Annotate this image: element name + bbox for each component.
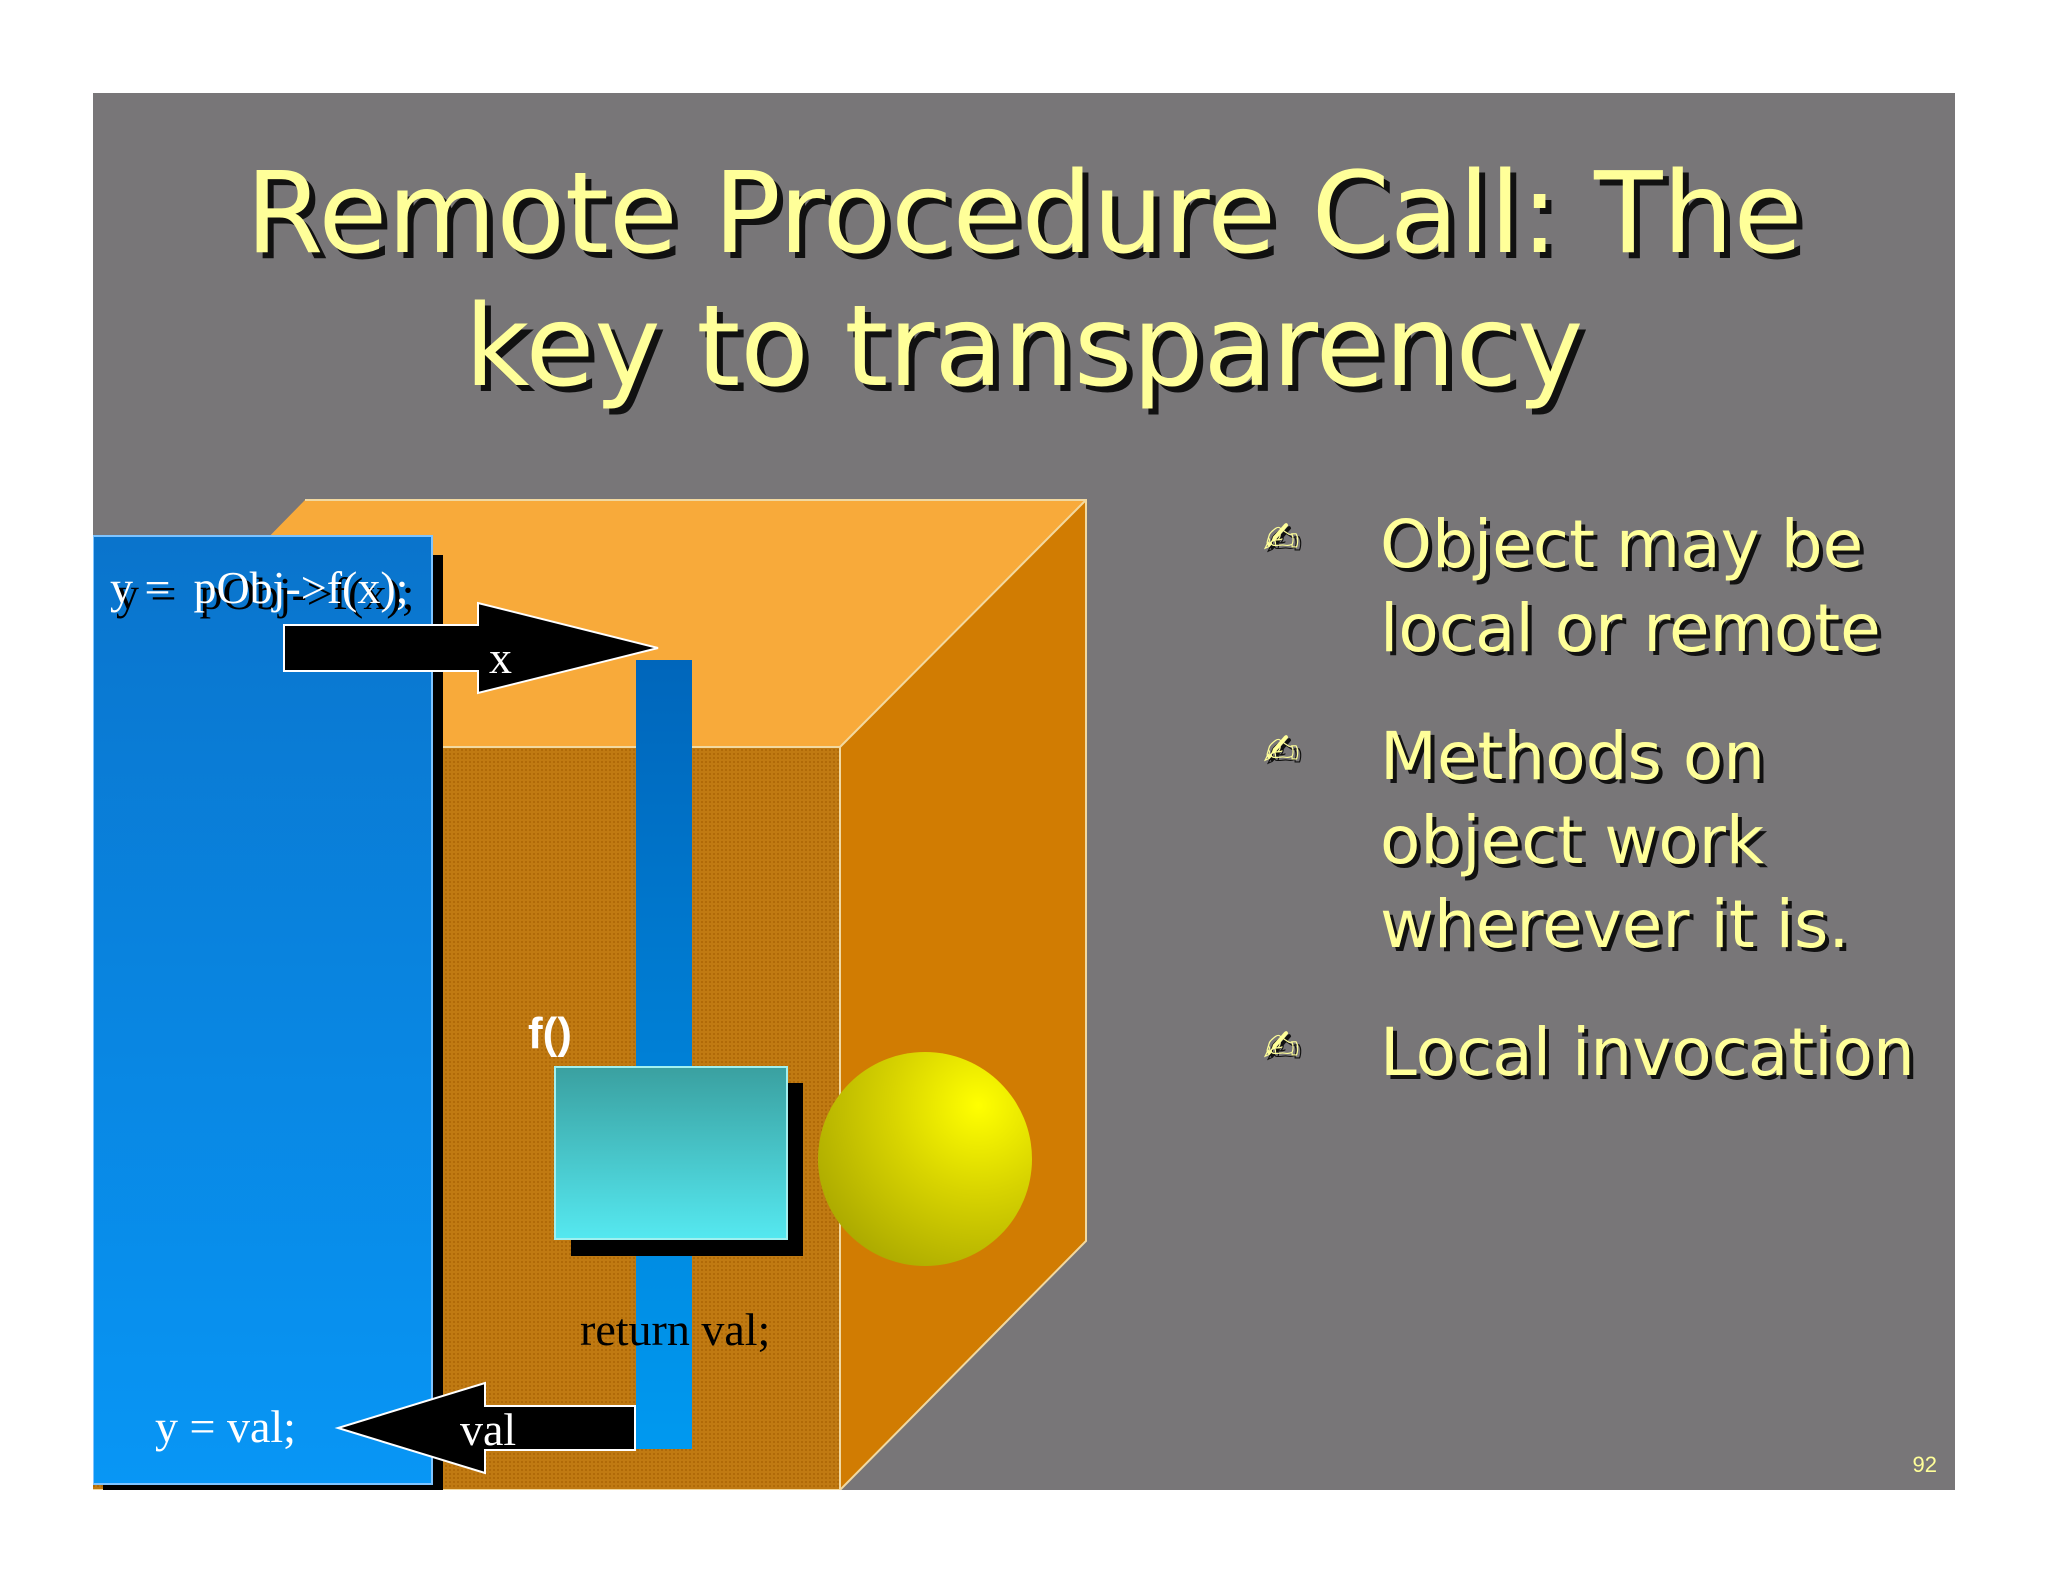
writing-hand-icon: ✍ xyxy=(1263,725,1300,776)
object-sphere xyxy=(818,1052,1032,1266)
bullet-item: ✍ Local invocation xyxy=(1263,1011,1923,1095)
client-column xyxy=(93,535,433,1485)
call-code: y = pObj->f(x); xyxy=(116,568,414,619)
bullet-text: Methods on object work wherever it is. xyxy=(1380,718,1850,963)
bullet-text: Object may be local or remote xyxy=(1380,506,1881,667)
bullet-text: Local invocation xyxy=(1380,1014,1915,1091)
box-outline xyxy=(305,499,1087,1490)
return-arrow xyxy=(334,1381,636,1475)
return-code-shadow: return val; xyxy=(580,1304,770,1355)
title-line-1: Remote Procedure Call: The xyxy=(245,149,1803,279)
writing-hand-icon: ✍ xyxy=(1263,1021,1300,1072)
arg-label: x xyxy=(489,632,512,683)
assign-code: y = val; xyxy=(155,1401,296,1452)
call-pipe xyxy=(636,660,692,1449)
slide-title: Remote Procedure Call: The key to transp… xyxy=(93,148,1955,414)
page-number: 92 xyxy=(1912,1452,1937,1477)
title-line-2: key to transparency xyxy=(464,282,1584,412)
rpc-diagram: y = pObj->f(x); y = pObj->f(x); x f() re… xyxy=(93,499,1087,1490)
writing-hand-icon: ✍ xyxy=(1263,513,1300,564)
return-value-label: val xyxy=(460,1404,516,1455)
call-code-front: y = pObj->f(x); xyxy=(110,562,408,613)
function-box xyxy=(554,1066,788,1240)
box-edge xyxy=(839,499,1087,748)
bullet-item: ✍ Methods on object work wherever it is. xyxy=(1263,715,1923,967)
slide: Remote Procedure Call: The key to transp… xyxy=(93,93,1955,1490)
arg-arrow xyxy=(283,601,659,695)
bullet-item: ✍ Object may be local or remote xyxy=(1263,503,1923,671)
bullet-list: ✍ Object may be local or remote ✍ Method… xyxy=(1263,503,1923,1139)
function-label: f() xyxy=(528,1009,572,1058)
